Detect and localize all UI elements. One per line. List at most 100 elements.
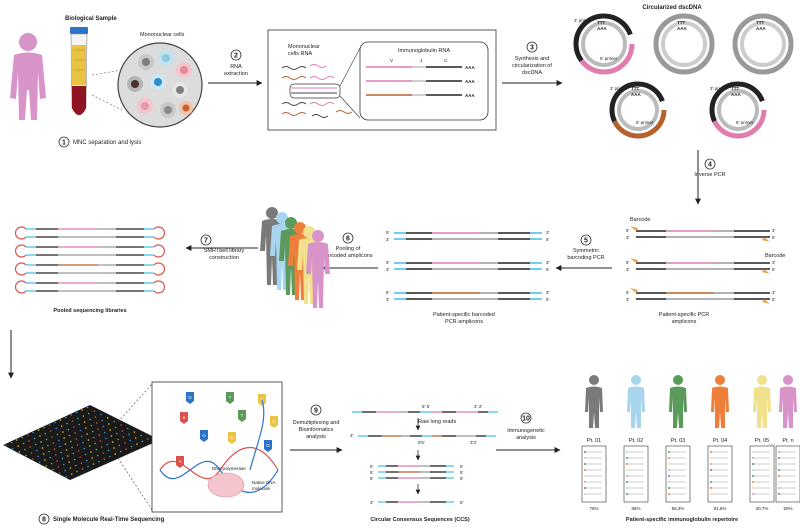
- clonotype-dot: [668, 451, 670, 453]
- step-label: MNC separation and lysis: [73, 140, 141, 146]
- zmw-dot: [78, 423, 81, 426]
- end-label: 5': [626, 290, 630, 295]
- step-7: 7 SMRTbell library construction: [200, 234, 245, 261]
- ig-rna-label: Immunoglobulin RNA: [398, 48, 450, 54]
- mnc-rna-label: cells RNA: [288, 51, 312, 57]
- clonotype-dot: [752, 469, 754, 471]
- zmw-dot: [76, 470, 78, 473]
- poly-a-label: AAA: [465, 79, 475, 84]
- patient-head-icon: [673, 375, 683, 385]
- zmw-dot: [68, 461, 71, 463]
- zmw-dot: [71, 420, 74, 422]
- clonotype-dot: [710, 475, 712, 477]
- step-label: Pooling of: [336, 246, 361, 252]
- zmw-dot: [36, 449, 38, 452]
- zmw-dot: [55, 454, 57, 456]
- nucleotide-tag-icon: [226, 392, 234, 404]
- patient-percentage: 30,7%: [756, 506, 769, 511]
- clonotype-dot: [710, 469, 712, 471]
- clonotype-dot: [668, 475, 670, 477]
- clonotype-dot: [668, 463, 670, 465]
- step-number: 5: [584, 238, 588, 245]
- zmw-dot: [21, 436, 24, 439]
- zmw-dot: [79, 429, 82, 432]
- end-label: 3': [626, 267, 630, 272]
- zmw-dot: [48, 450, 50, 453]
- clonotype-dot: [626, 475, 628, 477]
- step-label: analysis: [306, 434, 326, 440]
- zmw-dot: [75, 438, 78, 440]
- repertoire-card: [623, 445, 649, 503]
- zmw-dot: [63, 437, 65, 439]
- zmw-dot: [41, 447, 44, 449]
- nucleotide-g: G: [264, 440, 272, 452]
- zmw-dot: [87, 439, 90, 441]
- zmw-dot: [93, 436, 95, 439]
- zmw-dot: [67, 428, 70, 431]
- zmw-dot: [78, 450, 80, 452]
- patient-head-icon: [631, 375, 641, 385]
- zmw-dot: [32, 431, 34, 434]
- clonotype-dot: [778, 475, 780, 477]
- clonotype-dot: [584, 469, 586, 471]
- hairpin-adapter: [153, 244, 165, 258]
- clonotype-dot: [752, 493, 754, 495]
- step-8: 8 Single Molecule Real-Time Sequencing: [38, 513, 165, 525]
- zmw-dot: [67, 455, 69, 457]
- nucleotide-g: G: [186, 392, 194, 404]
- end-label: 5': [370, 464, 374, 469]
- zmw-dot: [98, 460, 100, 463]
- dna-polymerase-icon: [207, 472, 245, 498]
- zmw-dot: [43, 426, 45, 429]
- step-number: 1: [62, 140, 66, 147]
- zmw-dot: [76, 444, 79, 446]
- zmw-dot: [60, 451, 63, 454]
- barcoded-amplicons-label: PCR amplicons: [445, 319, 483, 325]
- zmw-dot: [90, 451, 92, 453]
- zmw-dot: [81, 409, 83, 411]
- step-label: analysis: [516, 435, 536, 441]
- raw-reads-label: Raw long reads: [418, 419, 456, 425]
- zmw-dot: [49, 430, 52, 432]
- end-label: 3': [772, 260, 776, 265]
- zmw-dot: [69, 467, 72, 469]
- end-label: 5'5': [418, 440, 425, 445]
- zmw-dot: [68, 434, 71, 437]
- zmw-dot: [22, 442, 25, 445]
- nucleotide-tag-icon: [264, 440, 272, 452]
- end-label: 5': [626, 260, 630, 265]
- step-10: 10 Immunogenetic analysis: [507, 412, 545, 441]
- zmw-dot: [129, 439, 132, 442]
- end-label: 3': [546, 260, 550, 265]
- patient-label: Pt. 02: [629, 438, 643, 444]
- zmw-dot: [105, 437, 107, 440]
- poly-t-label: TTT: [677, 20, 685, 25]
- zmw-dot: [37, 429, 40, 431]
- zmw-dot: [82, 415, 85, 417]
- zmw-dot: [94, 416, 97, 418]
- zmw-dot: [55, 427, 57, 430]
- nucleotide-letter: A: [182, 415, 185, 420]
- patient-head-icon: [757, 375, 767, 385]
- hairpin-adapter: [15, 280, 27, 294]
- patient-percentage: 66%: [631, 506, 640, 511]
- poly-a-label: AAA: [756, 26, 766, 31]
- patient-label: Pt. 05: [755, 438, 769, 444]
- nucleotide-tag-icon: [238, 410, 246, 422]
- clonotype-dot: [668, 487, 670, 489]
- patient-label: Pt. 01: [587, 438, 601, 444]
- primer-label: 5' primer: [636, 120, 654, 125]
- zmw-dot: [107, 449, 110, 452]
- ccs-reads: 5' 5'3' 3'3'5'5'3'3'5'5'5'5'5'5'3'5': [350, 404, 498, 505]
- zmw-dot: [113, 420, 116, 423]
- end-label: 3': [386, 267, 390, 272]
- zmw-dot: [34, 443, 37, 446]
- primer-label: 3' primer: [710, 86, 728, 91]
- nucleotide-letter: C: [260, 397, 264, 402]
- zmw-dot: [91, 430, 94, 433]
- repertoire-card: [581, 445, 607, 503]
- zmw-dot: [64, 443, 67, 445]
- nucleotide-letter: A: [178, 459, 181, 464]
- patient-label: Pt. n: [782, 438, 793, 444]
- repertoire-card: [749, 445, 775, 503]
